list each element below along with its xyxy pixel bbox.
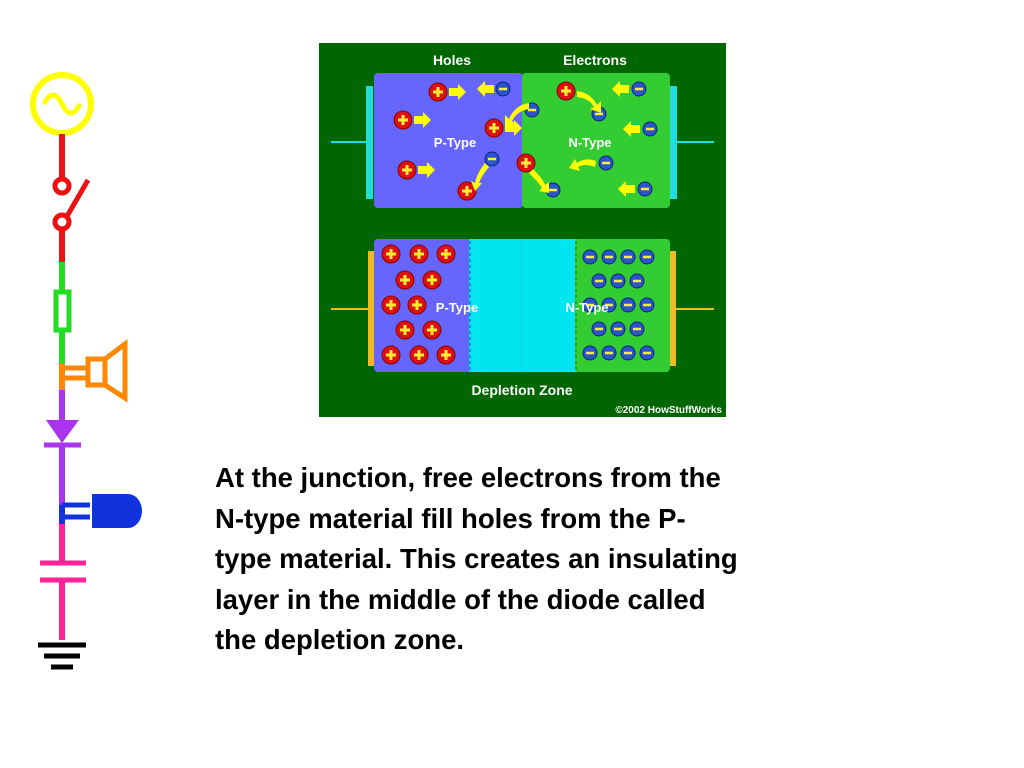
- ground-icon: [38, 642, 86, 670]
- n-type-label-bottom: N-Type: [565, 300, 608, 315]
- electron-marker: [598, 155, 614, 171]
- electron-marker: [610, 273, 626, 289]
- electron-marker: [601, 249, 617, 265]
- top-panel: [331, 73, 714, 208]
- electron-marker: [642, 121, 658, 137]
- hole-marker: [409, 244, 429, 264]
- pn-junction-figure: Holes Electrons P-Type N-Type P-Type N-T…: [319, 43, 726, 417]
- holes-bottom: [381, 244, 456, 365]
- hole-marker: [428, 82, 448, 102]
- hole-marker: [407, 295, 427, 315]
- switch-icon: [52, 176, 91, 262]
- electron-marker: [631, 81, 647, 97]
- lamp-icon: [59, 494, 142, 528]
- electron-marker: [639, 345, 655, 361]
- electrons-top: [484, 81, 658, 198]
- capacitor-icon: [40, 524, 86, 640]
- holes-top: [393, 81, 576, 201]
- hole-marker: [556, 81, 576, 101]
- caption: At the junction, free electrons from the…: [215, 458, 875, 661]
- electron-marker: [639, 297, 655, 313]
- electrons-label: Electrons: [563, 52, 627, 68]
- hole-marker: [457, 181, 477, 201]
- speaker-icon: [59, 339, 128, 403]
- hole-marker: [436, 244, 456, 264]
- hole-marker: [422, 270, 442, 290]
- hole-marker: [393, 110, 413, 130]
- electron-marker: [601, 297, 617, 313]
- hole-marker: [395, 320, 415, 340]
- electron-marker: [582, 297, 598, 313]
- hole-marker: [484, 118, 504, 138]
- n-region-top: [522, 73, 670, 208]
- p-type-label-bottom: P-Type: [436, 300, 478, 315]
- hole-marker: [381, 345, 401, 365]
- electron-marker: [582, 345, 598, 361]
- caption-line: type material. This creates an insulatin…: [215, 543, 738, 574]
- hole-marker: [395, 270, 415, 290]
- depletion-region: [469, 239, 577, 372]
- electron-marker: [637, 181, 653, 197]
- ac-source-icon: [30, 72, 94, 136]
- motion-arrows: [414, 81, 640, 197]
- electron-marker: [582, 249, 598, 265]
- hole-marker: [397, 160, 417, 180]
- hole-marker: [516, 153, 536, 173]
- caption-line: At the junction, free electrons from the: [215, 462, 721, 493]
- electron-marker: [629, 273, 645, 289]
- hole-marker: [381, 295, 401, 315]
- electron-marker: [601, 345, 617, 361]
- electron-marker: [484, 151, 500, 167]
- electron-marker: [610, 321, 626, 337]
- electron-marker: [545, 182, 561, 198]
- caption-line: the depletion zone.: [215, 624, 465, 655]
- hole-marker: [422, 320, 442, 340]
- resistor-icon: [53, 289, 72, 364]
- electron-marker: [620, 249, 636, 265]
- n-type-label-top: N-Type: [568, 135, 611, 150]
- hole-marker: [381, 244, 401, 264]
- depletion-zone-label: Depletion Zone: [471, 382, 572, 398]
- electrons-bottom: [582, 249, 655, 361]
- diode-icon: [44, 420, 81, 505]
- electron-marker: [591, 273, 607, 289]
- electron-marker: [495, 81, 511, 97]
- hole-marker: [409, 345, 429, 365]
- pn-junction-svg: Holes Electrons P-Type N-Type P-Type N-T…: [319, 43, 726, 417]
- hole-marker: [436, 345, 456, 365]
- electron-marker: [629, 321, 645, 337]
- copyright-label: ©2002 HowStuffWorks: [615, 405, 722, 416]
- p-type-label-top: P-Type: [434, 135, 476, 150]
- electron-marker: [620, 297, 636, 313]
- electron-marker: [639, 249, 655, 265]
- electron-marker: [591, 321, 607, 337]
- electron-marker: [620, 345, 636, 361]
- caption-line: N-type material fill holes from the P-: [215, 502, 686, 534]
- caption-line: layer in the middle of the diode called: [215, 583, 706, 615]
- holes-label: Holes: [433, 52, 471, 68]
- circuit-strip: [30, 72, 142, 670]
